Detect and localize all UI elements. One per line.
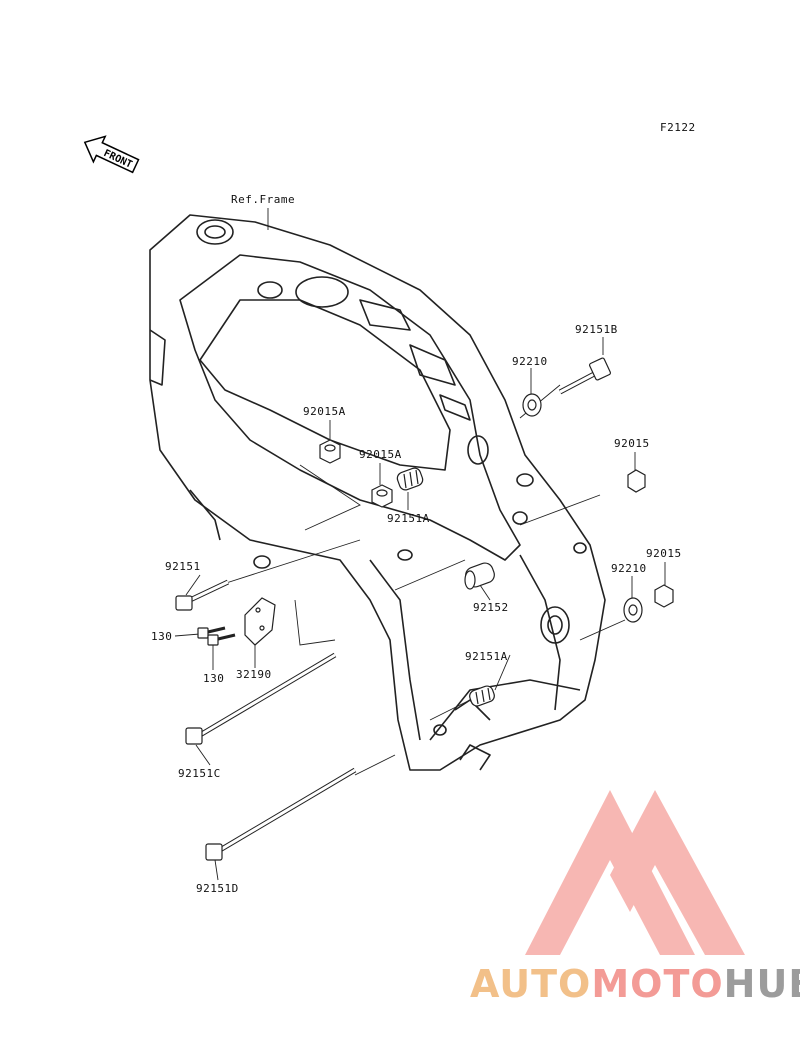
label-92151B: 92151B — [575, 323, 618, 336]
bracket-32190 — [244, 597, 276, 646]
nut-92015A-mid — [371, 484, 393, 508]
nut-92015-right — [627, 469, 646, 493]
label-92151: 92151 — [165, 560, 201, 573]
watermark-logo — [525, 790, 745, 955]
watermark-text: AUTOMOTOHUB — [470, 962, 800, 1006]
leader-lines — [174, 208, 666, 881]
label-92210-right: 92210 — [611, 562, 647, 575]
label-92152: 92152 — [473, 601, 509, 614]
label-92151A-low: 92151A — [465, 650, 508, 663]
label-130-bottom: 130 — [203, 672, 225, 685]
label-92015A-top: 92015A — [303, 405, 346, 418]
bolt-92151 — [175, 579, 230, 611]
washer-92210-top — [522, 393, 542, 417]
collar-92151A-mid — [396, 467, 424, 491]
bolt-130-b — [207, 633, 236, 646]
label-92210-top: 92210 — [512, 355, 548, 368]
diagram-code: F2122 — [660, 121, 696, 134]
label-92151D: 92151D — [196, 882, 239, 895]
parts — [175, 357, 674, 861]
label-92015A-mid: 92015A — [359, 448, 402, 461]
bolt-92151D — [205, 767, 357, 861]
spacer-92152 — [464, 562, 495, 590]
nut-92015A-top — [319, 439, 341, 464]
label-130-left: 130 — [151, 630, 173, 643]
collar-92151A-low — [469, 685, 495, 707]
bolt-130-a — [197, 626, 226, 639]
bolt-92151C — [185, 652, 337, 745]
watermark-moto: MOTO — [591, 962, 724, 1006]
watermark-auto: AUTO — [470, 962, 592, 1006]
label-32190: 32190 — [236, 668, 272, 681]
label-92015-right-lower: 92015 — [646, 547, 682, 560]
nut-92015-right-lower — [654, 584, 674, 608]
label-92015-right: 92015 — [614, 437, 650, 450]
label-92151C: 92151C — [178, 767, 221, 780]
watermark-hub: HUB — [723, 962, 800, 1006]
motorcycle-frame — [149, 214, 606, 771]
bolt-92151B — [558, 357, 611, 395]
label-92151A-mid: 92151A — [387, 512, 430, 525]
washer-92210-right — [623, 597, 643, 623]
label-ref-frame: Ref.Frame — [231, 193, 296, 206]
front-arrow-icon: FRONT — [83, 135, 140, 174]
